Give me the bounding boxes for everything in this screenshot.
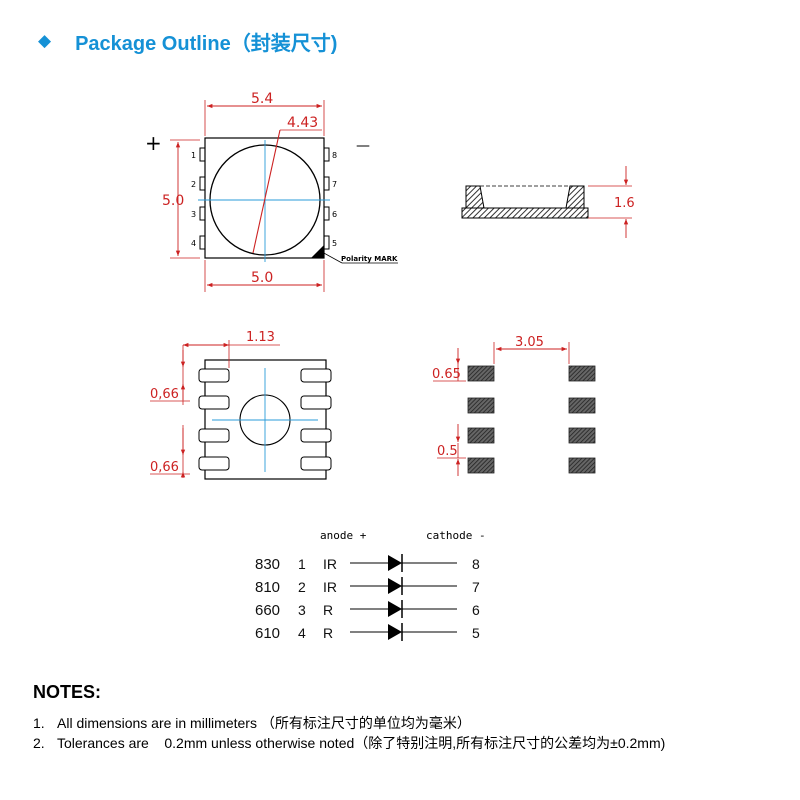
pin-label-1: 1 — [191, 151, 196, 160]
wavelength-2: 810 — [255, 579, 280, 596]
color-1: IR — [323, 556, 337, 572]
color-4: R — [323, 625, 333, 641]
pin-label-8: 8 — [332, 151, 337, 160]
diode-1 — [350, 554, 457, 572]
right-pads — [323, 147, 330, 250]
note-2: 2. Tolerances are 0.2mm unless otherwise … — [33, 733, 665, 753]
diode-2 — [350, 577, 457, 595]
anode-pin-1: 1 — [298, 556, 306, 572]
dim-width-top: 5.4 — [251, 91, 273, 107]
pin-label-4: 4 — [191, 239, 196, 248]
pin-label-2: 2 — [191, 180, 196, 189]
note-1: 1. All dimensions are in millimeters （所有标… — [33, 713, 665, 733]
diode-4 — [350, 623, 457, 641]
note-number-2: 2. — [33, 735, 45, 751]
dim-pad-top: 0,66 — [150, 387, 179, 402]
cathode-minus-sign: — — [356, 138, 370, 154]
side-view: 1.6 — [461, 166, 635, 238]
anode-pin-3: 3 — [298, 602, 306, 618]
anode-pin-2: 2 — [298, 579, 306, 595]
pin-label-3: 3 — [191, 210, 196, 219]
bottom-view: 1.13 0,66 0,66 — [150, 330, 332, 480]
pin-label-7: 7 — [332, 180, 337, 189]
cathode-pin-8: 8 — [472, 556, 480, 572]
footprint-pads — [467, 365, 596, 474]
anode-plus-sign: + — [145, 131, 162, 155]
lens-diameter-line — [252, 129, 281, 254]
pin-label-5: 5 — [332, 239, 337, 248]
cathode-label: cathode - — [426, 529, 486, 542]
dim-lens-diameter: 4.43 — [287, 115, 318, 131]
note-text-2: Tolerances are 0.2mm unless otherwise no… — [57, 735, 666, 751]
dim-pad-bottom: 0,66 — [150, 460, 179, 475]
diamond-bullet-icon: ◆ — [38, 31, 52, 51]
dim-footprint-pitch: 0.5 — [437, 444, 458, 459]
dim-footprint-spacing: 3.05 — [515, 335, 544, 350]
anode-pin-4: 4 — [298, 625, 306, 641]
cathode-pin-7: 7 — [472, 579, 480, 595]
note-number-1: 1. — [33, 715, 45, 731]
package-drawing: Polarity MARK 1 2 3 4 8 7 6 5 + — 5.4 4.… — [145, 91, 635, 642]
top-view: Polarity MARK 1 2 3 4 8 7 6 5 + — 5.4 4.… — [145, 91, 398, 292]
dim-pad-offset: 1.13 — [246, 330, 275, 345]
diode-3 — [350, 600, 457, 618]
bottom-pads — [198, 368, 332, 471]
color-3: R — [323, 602, 333, 618]
header: ◆ Package Outline（封装尺寸) — [38, 28, 338, 55]
dim-height: 5.0 — [162, 193, 184, 209]
notes-section: NOTES: 1. All dimensions are in millimete… — [33, 682, 665, 753]
notes-title: NOTES: — [33, 682, 102, 702]
left-pads — [199, 147, 206, 250]
wavelength-3: 660 — [255, 602, 280, 619]
color-2: IR — [323, 579, 337, 595]
page-title: Package Outline（封装尺寸) — [75, 32, 338, 55]
note-text-1: All dimensions are in millimeters （所有标注尺… — [57, 715, 471, 731]
wavelength-4: 610 — [255, 625, 280, 642]
polarity-mark-label: Polarity MARK — [341, 255, 398, 263]
footprint-view: 3.05 0.65 0.5 — [432, 335, 596, 476]
wavelength-1: 830 — [255, 556, 280, 573]
cathode-pin-6: 6 — [472, 602, 480, 618]
dim-width-bottom: 5.0 — [251, 270, 273, 286]
anode-label: anode + — [320, 529, 367, 542]
polarity-mark — [311, 245, 324, 258]
pin-label-6: 6 — [332, 210, 337, 219]
dim-thickness: 1.6 — [614, 196, 635, 211]
cathode-pin-5: 5 — [472, 625, 480, 641]
wiring-diagram: anode + cathode - 830 1 IR 8 810 2 IR 7 … — [255, 529, 486, 642]
dim-footprint-pad-height: 0.65 — [432, 367, 461, 382]
